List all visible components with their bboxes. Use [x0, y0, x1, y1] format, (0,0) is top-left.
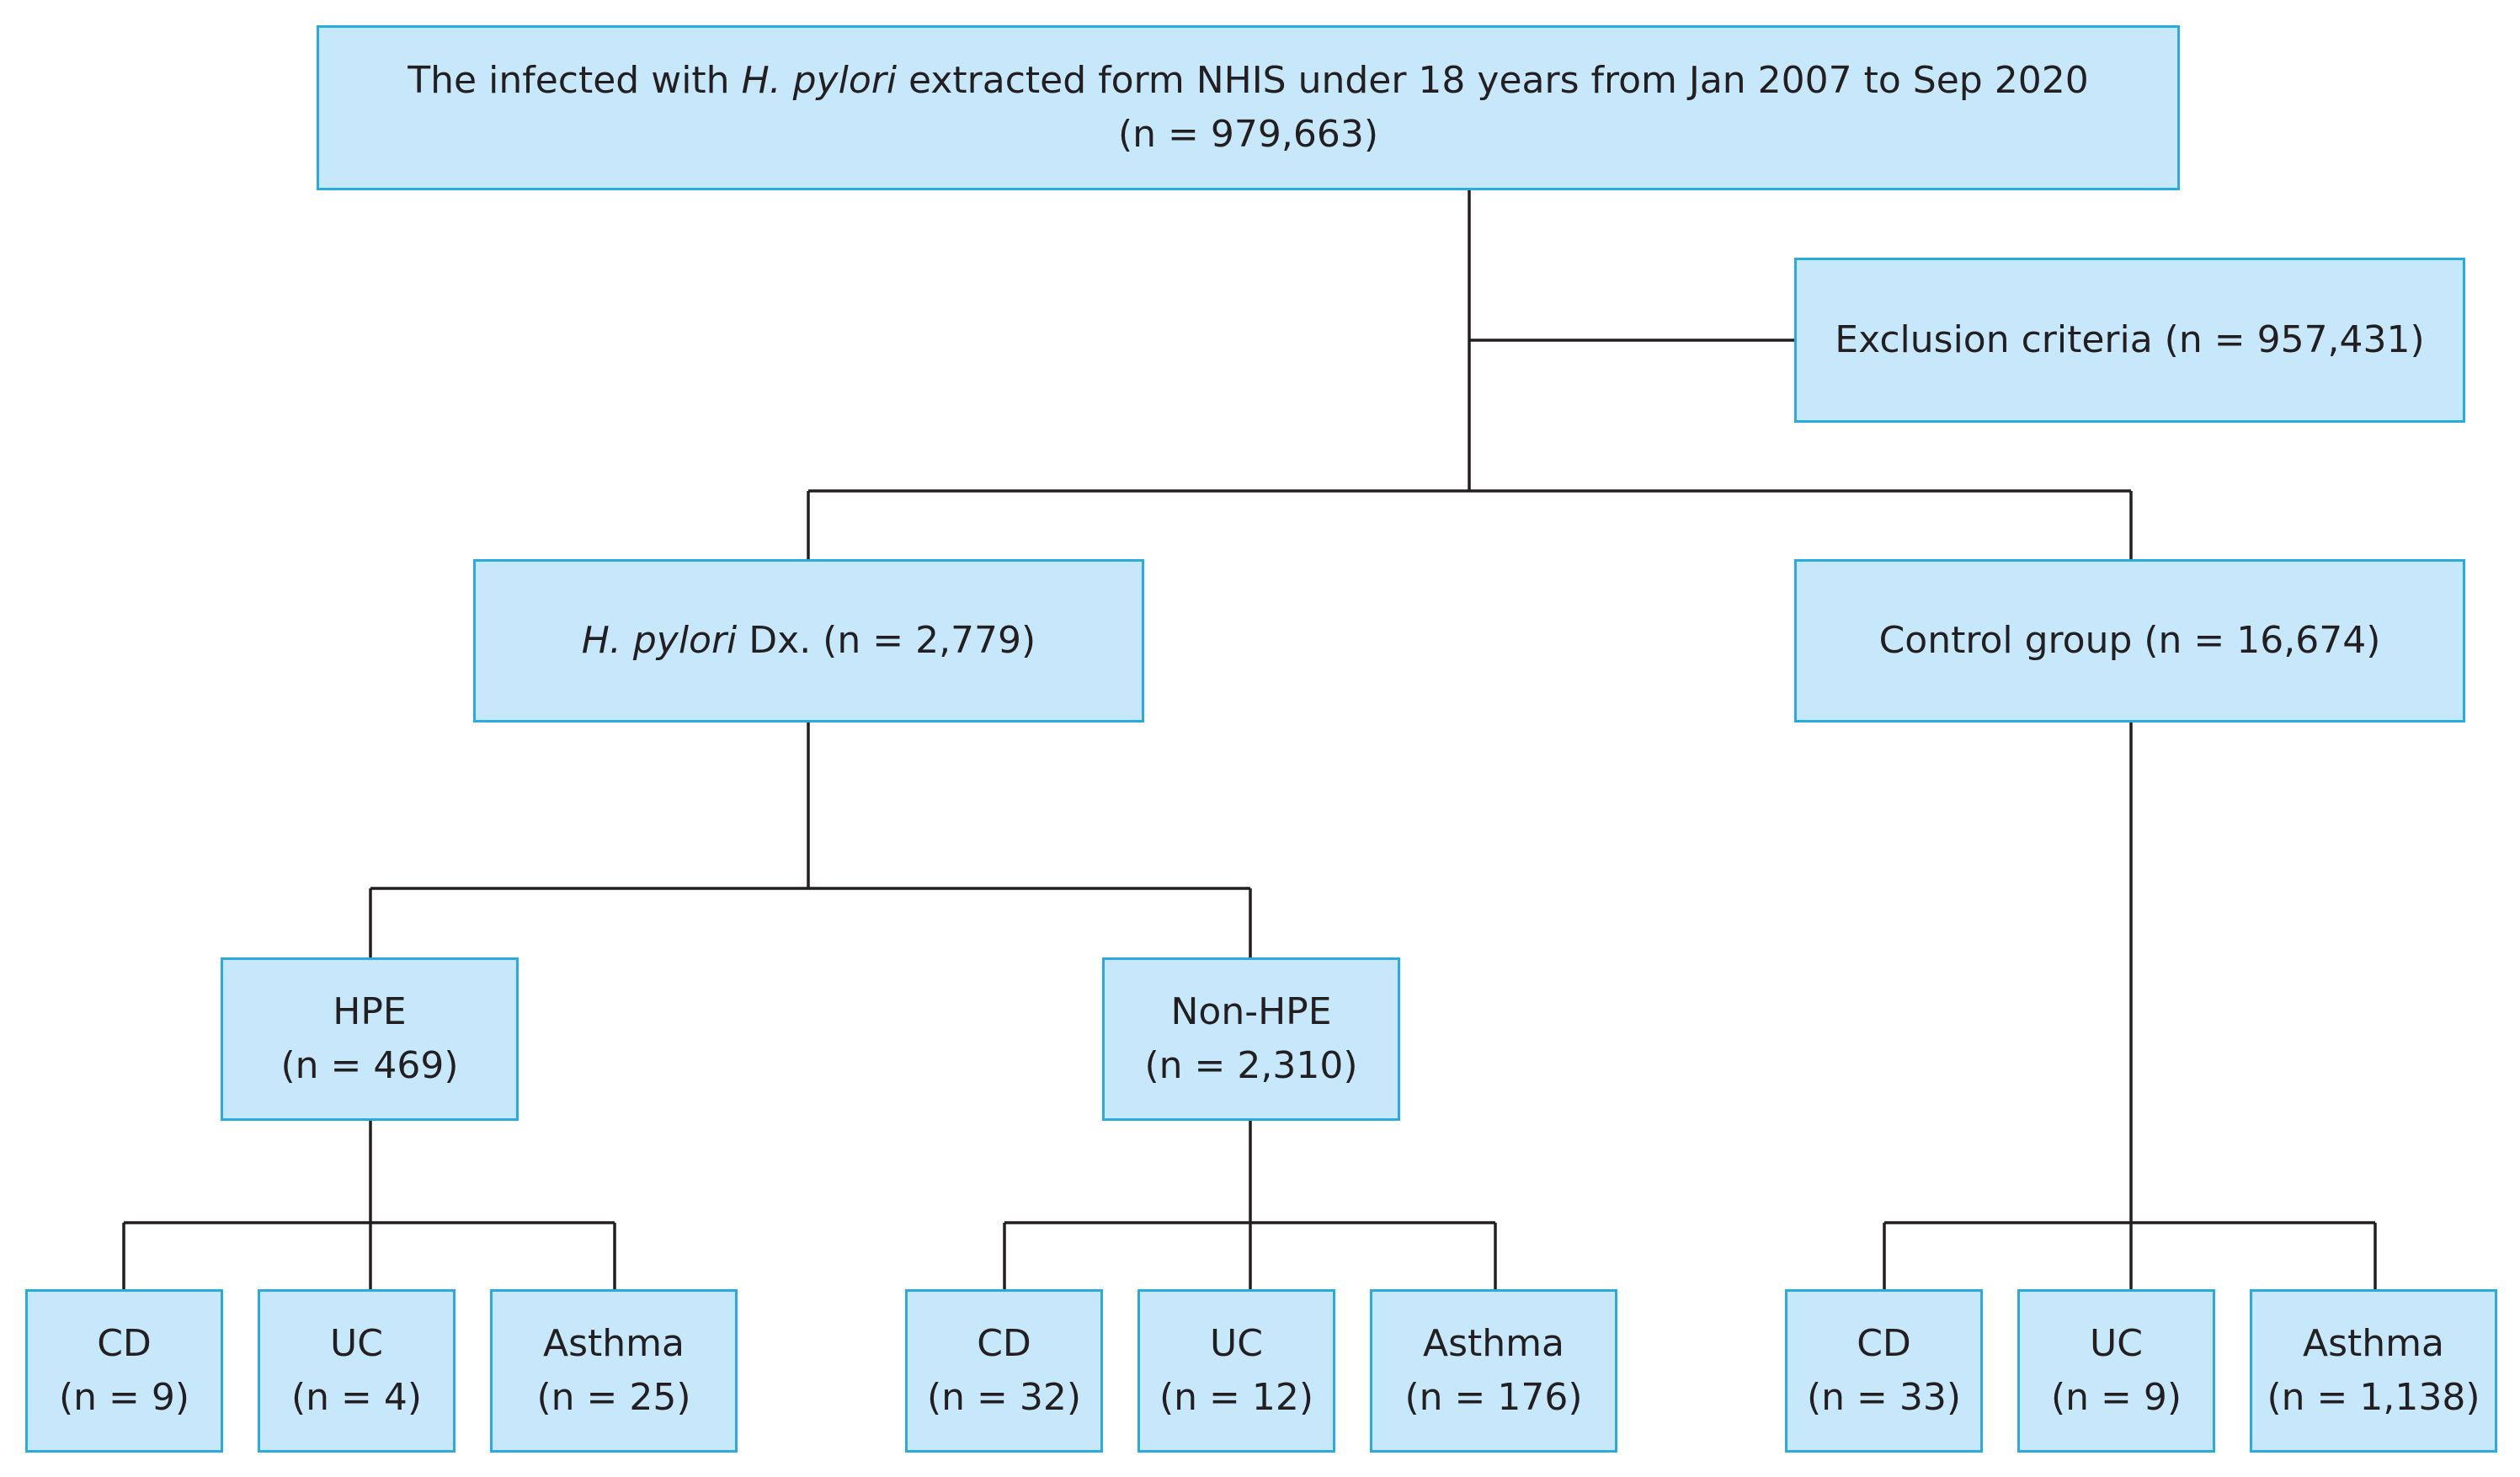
root-organism: H. pylori — [741, 59, 898, 102]
non-hpe-cd-box: CD (n = 32) — [905, 1289, 1103, 1453]
outcome-count: (n = 176) — [1404, 1376, 1583, 1419]
exclusion-box: Exclusion criteria (n = 957,431) — [1794, 258, 2465, 423]
outcome-count: (n = 9) — [58, 1376, 190, 1419]
hpe-label: HPE — [333, 990, 407, 1033]
outcome-count: (n = 1,138) — [2267, 1376, 2480, 1419]
root-count: (n = 979,663) — [1117, 113, 1378, 156]
control-label: Control group (n = 16,674) — [1878, 619, 2381, 662]
control-box: Control group (n = 16,674) — [1794, 559, 2465, 723]
outcome-count: (n = 32) — [926, 1376, 1082, 1419]
outcome-count: (n = 25) — [536, 1376, 691, 1419]
outcome-count: (n = 9) — [2050, 1376, 2182, 1419]
outcome-label: Asthma — [543, 1322, 685, 1365]
hp-dx-box: H. pylori Dx. (n = 2,779) — [473, 559, 1144, 723]
outcome-label: Asthma — [1423, 1322, 1564, 1365]
outcome-label: UC — [1210, 1322, 1263, 1365]
outcome-label: UC — [2090, 1322, 2143, 1365]
outcome-count: (n = 12) — [1159, 1376, 1314, 1419]
non-hpe-label: Non-HPE — [1170, 990, 1332, 1033]
hpe-cd-box: CD (n = 9) — [25, 1289, 223, 1453]
hpe-uc-box: UC (n = 4) — [258, 1289, 456, 1453]
root-title: The infected with H. pylori extracted fo… — [408, 59, 2089, 102]
non-hpe-uc-box: UC (n = 12) — [1137, 1289, 1335, 1453]
outcome-label: CD — [1857, 1322, 1911, 1365]
control-asthma-box: Asthma (n = 1,138) — [2250, 1289, 2497, 1453]
outcome-count: (n = 33) — [1806, 1376, 1962, 1419]
outcome-label: CD — [97, 1322, 152, 1365]
outcome-label: UC — [330, 1322, 383, 1365]
non-hpe-asthma-box: Asthma (n = 176) — [1370, 1289, 1617, 1453]
hpe-box: HPE (n = 469) — [221, 957, 519, 1121]
exclusion-label: Exclusion criteria (n = 957,431) — [1835, 318, 2425, 361]
hp-dx-label: H. pylori Dx. (n = 2,779) — [581, 619, 1036, 662]
control-cd-box: CD (n = 33) — [1785, 1289, 1983, 1453]
hpe-count: (n = 469) — [280, 1044, 459, 1087]
outcome-label: CD — [977, 1322, 1031, 1365]
outcome-label: Asthma — [2303, 1322, 2444, 1365]
control-uc-box: UC (n = 9) — [2017, 1289, 2215, 1453]
hpe-asthma-box: Asthma (n = 25) — [490, 1289, 738, 1453]
root-box: The infected with H. pylori extracted fo… — [317, 25, 2180, 190]
non-hpe-box: Non-HPE (n = 2,310) — [1102, 957, 1400, 1121]
non-hpe-count: (n = 2,310) — [1144, 1044, 1358, 1087]
outcome-count: (n = 4) — [290, 1376, 423, 1419]
hp-dx-organism: H. pylori — [581, 619, 738, 662]
